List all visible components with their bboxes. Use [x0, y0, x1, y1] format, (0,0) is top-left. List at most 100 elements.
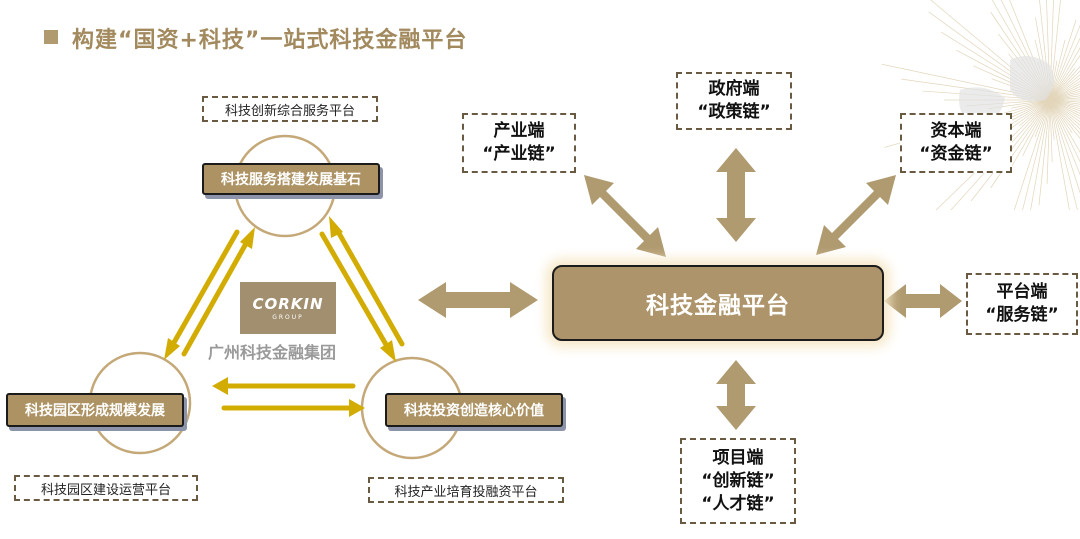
starburst-ray: [1049, 99, 1080, 130]
cycle-arrow-top-right-b: [333, 225, 405, 347]
starburst-ray: [1022, 99, 1051, 156]
starburst-ray: [1019, 99, 1051, 126]
starburst-decoration: [881, 0, 1080, 210]
double-arrow-platform: [884, 284, 962, 318]
starburst-ray: [990, 99, 1051, 189]
end-platform-chain: “服务链”: [985, 305, 1059, 325]
starburst-ray: [1007, 99, 1051, 173]
starburst-ray: [1049, 99, 1055, 140]
starburst-ray: [1049, 99, 1080, 139]
cycle-arrowhead-4: [329, 216, 343, 238]
end-industry: 产业端 “产业链”: [462, 113, 576, 173]
starburst-ray: [1049, 83, 1080, 101]
company-name: 广州科技金融集团: [208, 343, 337, 362]
end-capital-name: 资本端: [930, 121, 982, 141]
double-arrow-capital: [816, 175, 896, 255]
starburst-ray: [1049, 20, 1077, 101]
cycle-arrow-top-right-a: [319, 231, 391, 351]
starburst-ray: [1013, 99, 1051, 210]
starburst-ray: [1022, 99, 1051, 210]
end-platform-name: 平台端: [996, 282, 1048, 302]
starburst-ray: [1049, 99, 1080, 176]
starburst-ray: [1049, 68, 1075, 101]
cycle-arrow-top-left-b: [181, 237, 251, 357]
starburst-ray: [1034, 99, 1051, 138]
starburst-ray: [1049, 99, 1073, 134]
starburst-ray: [1049, 95, 1080, 101]
starburst-ray: [1049, 80, 1080, 101]
starburst-ray: [1038, 99, 1051, 206]
double-arrow-government: [716, 148, 756, 242]
starburst-ray: [1049, 70, 1080, 101]
starburst-ray: [1049, 97, 1080, 101]
starburst-ray: [1049, 66, 1080, 101]
cycle-arrowhead-3: [380, 340, 396, 362]
starburst-ray: [1049, 99, 1078, 210]
hub-platform: 科技金融平台: [552, 265, 884, 341]
cycle-arrowhead-1: [164, 338, 180, 360]
logo-group: GROUP: [272, 314, 304, 321]
cycle-arrowhead-6: [349, 399, 365, 417]
starburst-ray: [1030, 99, 1051, 210]
starburst-ray: [1049, 99, 1080, 194]
starburst-ray: [1049, 47, 1080, 101]
platform-label-right: 科技产业培育投融资平台: [368, 477, 564, 503]
starburst-ray: [1049, 77, 1080, 101]
starburst-ray: [1049, 99, 1080, 153]
end-government-chain: “政策链”: [697, 102, 771, 122]
cycle-arrowhead-2: [240, 227, 255, 249]
starburst-ray: [1049, 99, 1053, 162]
starburst-ray: [1049, 99, 1080, 109]
starburst-ray: [1049, 99, 1080, 107]
starburst-ray: [1049, 93, 1080, 101]
starburst-ray: [1049, 24, 1080, 101]
starburst-ray: [1049, 99, 1070, 210]
end-project-name: 项目端: [712, 447, 764, 468]
starburst-ray: [1049, 91, 1080, 101]
cycle-arrowhead-5: [212, 377, 228, 395]
title-bullet: [44, 30, 58, 44]
platform-label-top: 科技创新综合服务平台: [202, 96, 378, 122]
starburst-ray: [1049, 37, 1080, 101]
end-capital: 资本端 “资金链”: [900, 113, 1012, 173]
starburst-ray: [1049, 39, 1066, 101]
end-industry-name: 产业端: [493, 121, 545, 141]
double-arrow-project: [716, 360, 756, 430]
end-government: 政府端 “政策链”: [676, 72, 792, 130]
double-arrow-industry: [584, 175, 666, 257]
end-project: 项目端 “创新链” “人才链”: [680, 438, 796, 524]
starburst-ray: [1049, 99, 1080, 134]
cycle-arrow-top-left-a: [169, 229, 240, 349]
end-project-chain: “创新链”: [701, 470, 775, 491]
end-government-name: 政府端: [708, 79, 760, 99]
platform-label-left: 科技园区建设运营平台: [14, 475, 198, 501]
starburst-ray: [1049, 99, 1080, 117]
starburst-ray: [1049, 99, 1080, 163]
starburst-ray: [1049, 99, 1080, 123]
starburst-ray: [1049, 74, 1080, 101]
end-project-chain2: “人才链”: [701, 493, 775, 514]
end-industry-chain: “产业链”: [482, 144, 556, 164]
starburst-ray: [1049, 0, 1061, 101]
starburst-ray: [1049, 99, 1080, 120]
starburst-ray: [1049, 54, 1080, 101]
corkin-logo: CORKIN GROUP: [240, 282, 336, 334]
end-platform: 平台端 “服务链”: [966, 273, 1078, 335]
starburst-ray: [1046, 99, 1051, 184]
cycle-label-left: 科技园区形成规模发展: [6, 393, 184, 427]
double-arrow-hub-logo: [418, 282, 538, 318]
starburst-ray: [1049, 99, 1080, 103]
starburst-ray: [1049, 99, 1080, 114]
starburst-ray: [1049, 99, 1080, 126]
starburst-ray: [1049, 88, 1080, 101]
end-capital-chain: “资金链”: [919, 144, 993, 164]
starburst-ray: [1049, 99, 1080, 112]
starburst-ray: [1049, 86, 1080, 101]
starburst-ray: [1049, 99, 1080, 105]
starburst-ray: [1010, 99, 1051, 109]
cycle-label-top: 科技服务搭建发展基石: [202, 163, 380, 195]
page-title: 构建“国资+科技”一站式科技金融平台: [72, 28, 468, 53]
hub-label: 科技金融平台: [646, 293, 790, 319]
logo-brand: CORKIN: [252, 295, 324, 313]
